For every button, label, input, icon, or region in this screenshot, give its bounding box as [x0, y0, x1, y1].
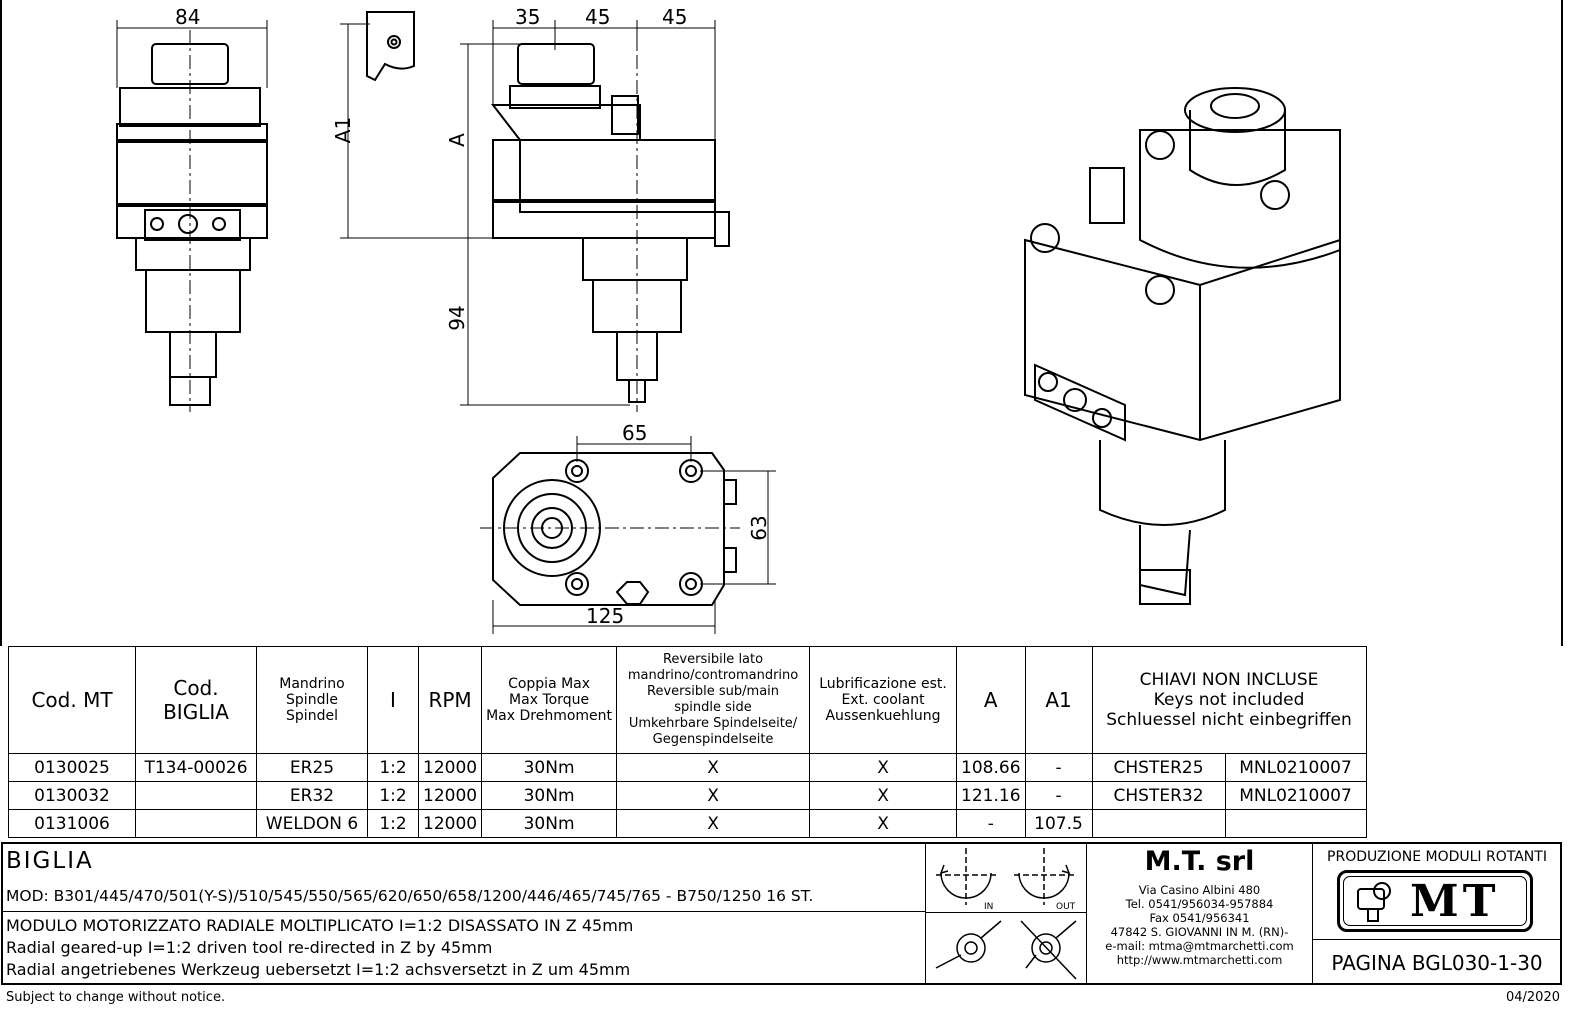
cell-reversible: X	[616, 753, 811, 782]
cell-a1: -	[1024, 753, 1093, 782]
description-en: Radial geared-up I=1:2 driven tool re-di…	[6, 938, 493, 957]
cell-torque: 30Nm	[481, 753, 618, 782]
cell-key1: CHSTER25	[1091, 753, 1226, 782]
detail-view	[366, 11, 415, 82]
models-line: MOD: B301/445/470/501(Y-S)/510/545/550/5…	[6, 887, 814, 905]
cell-rpm: 12000	[417, 781, 483, 810]
cell-coolant: X	[809, 753, 958, 782]
cell-a: 108.66	[956, 753, 1026, 782]
dim-A: A	[445, 133, 469, 147]
cell-cod-biglia	[135, 781, 257, 810]
header-cod-mt: Cod. MT	[8, 646, 136, 754]
cell-coolant: X	[809, 809, 958, 838]
cell-reversible: X	[616, 809, 811, 838]
cell-key2: MNL0210007	[1224, 781, 1367, 810]
dim-125: 125	[586, 604, 624, 628]
dim-65: 65	[622, 421, 647, 445]
cell-key2	[1224, 809, 1367, 838]
cell-cod-biglia: T134-00026	[135, 753, 257, 782]
rotation-in-label: IN	[984, 902, 993, 912]
cell-a: 121.16	[956, 781, 1026, 810]
cell-coolant: X	[809, 781, 958, 810]
cell-cod-biglia	[135, 809, 257, 838]
cell-cod-mt: 0130032	[8, 781, 136, 810]
table-row: 0131006 WELDON 6 1:2 12000 30Nm X X - 10…	[8, 809, 1367, 838]
dim-45-b: 45	[662, 5, 687, 29]
company-address: Via Casino Albini 480 Tel. 0541/956034-9…	[1105, 883, 1294, 967]
rotation-out-label: OUT	[1056, 902, 1076, 912]
header-rpm: RPM	[417, 646, 483, 754]
cell-a1: 107.5	[1024, 809, 1093, 838]
rotation-icons: IN OUT	[935, 848, 1077, 980]
footer-date: 04/2020	[1505, 990, 1560, 1005]
cell-a: -	[956, 809, 1026, 838]
cell-ratio: 1:2	[367, 809, 419, 838]
cell-ratio: 1:2	[367, 781, 419, 810]
table-row: 0130025 T134-00026 ER25 1:2 12000 30Nm X…	[8, 753, 1367, 782]
cell-cod-mt: 0130025	[8, 753, 136, 782]
front-view	[116, 43, 268, 406]
cell-reversible: X	[616, 781, 811, 810]
dim-84: 84	[175, 5, 200, 29]
dim-63: 63	[747, 515, 771, 540]
logo-text: MT	[1410, 876, 1500, 927]
cell-spindle: ER32	[256, 781, 368, 810]
cell-key2: MNL0210007	[1224, 753, 1367, 782]
footer-notice: Subject to change without notice.	[6, 990, 226, 1005]
header-ratio: I	[367, 646, 419, 754]
description-de: Radial angetriebenes Werkzeug uebersetzt…	[6, 960, 631, 979]
brand-title: BIGLIA	[6, 848, 94, 874]
company-name: M.T. srl	[1144, 846, 1255, 877]
description-it: MODULO MOTORIZZATO RADIALE MOLTIPLICATO …	[6, 916, 634, 935]
cell-key1: CHSTER32	[1091, 781, 1226, 810]
page-number: PAGINA BGL030-1-30	[1331, 951, 1543, 975]
dim-45-a: 45	[585, 5, 610, 29]
cell-torque: 30Nm	[481, 809, 618, 838]
dim-94: 94	[445, 305, 469, 330]
cell-a1: -	[1024, 781, 1093, 810]
header-a: A	[956, 646, 1026, 754]
cell-ratio: 1:2	[367, 753, 419, 782]
dim-35: 35	[515, 5, 540, 29]
production-label: PRODUZIONE MODULI ROTANTI	[1327, 849, 1547, 865]
logo-tool-icon	[1357, 882, 1391, 922]
cell-spindle: WELDON 6	[256, 809, 368, 838]
side-view	[490, 43, 730, 403]
cell-rpm: 12000	[417, 753, 483, 782]
cell-rpm: 12000	[417, 809, 483, 838]
cell-key1	[1091, 809, 1226, 838]
technical-drawing: 84 A1 35 45 45 A 94 65 63 125	[0, 0, 1563, 646]
cell-cod-mt: 0131006	[8, 809, 136, 838]
top-view	[492, 452, 737, 606]
isometric-view	[1024, 87, 1341, 605]
header-a1: A1	[1024, 646, 1093, 754]
cell-torque: 30Nm	[481, 781, 618, 810]
cell-spindle: ER25	[256, 753, 368, 782]
dim-A1: A1	[331, 117, 355, 143]
table-row: 0130032 ER32 1:2 12000 30Nm X X 121.16 -…	[8, 781, 1367, 810]
mt-logo: MT	[1337, 870, 1533, 932]
page-cell	[1312, 939, 1562, 985]
header-cod-biglia: Cod.BIGLIA	[135, 646, 257, 754]
